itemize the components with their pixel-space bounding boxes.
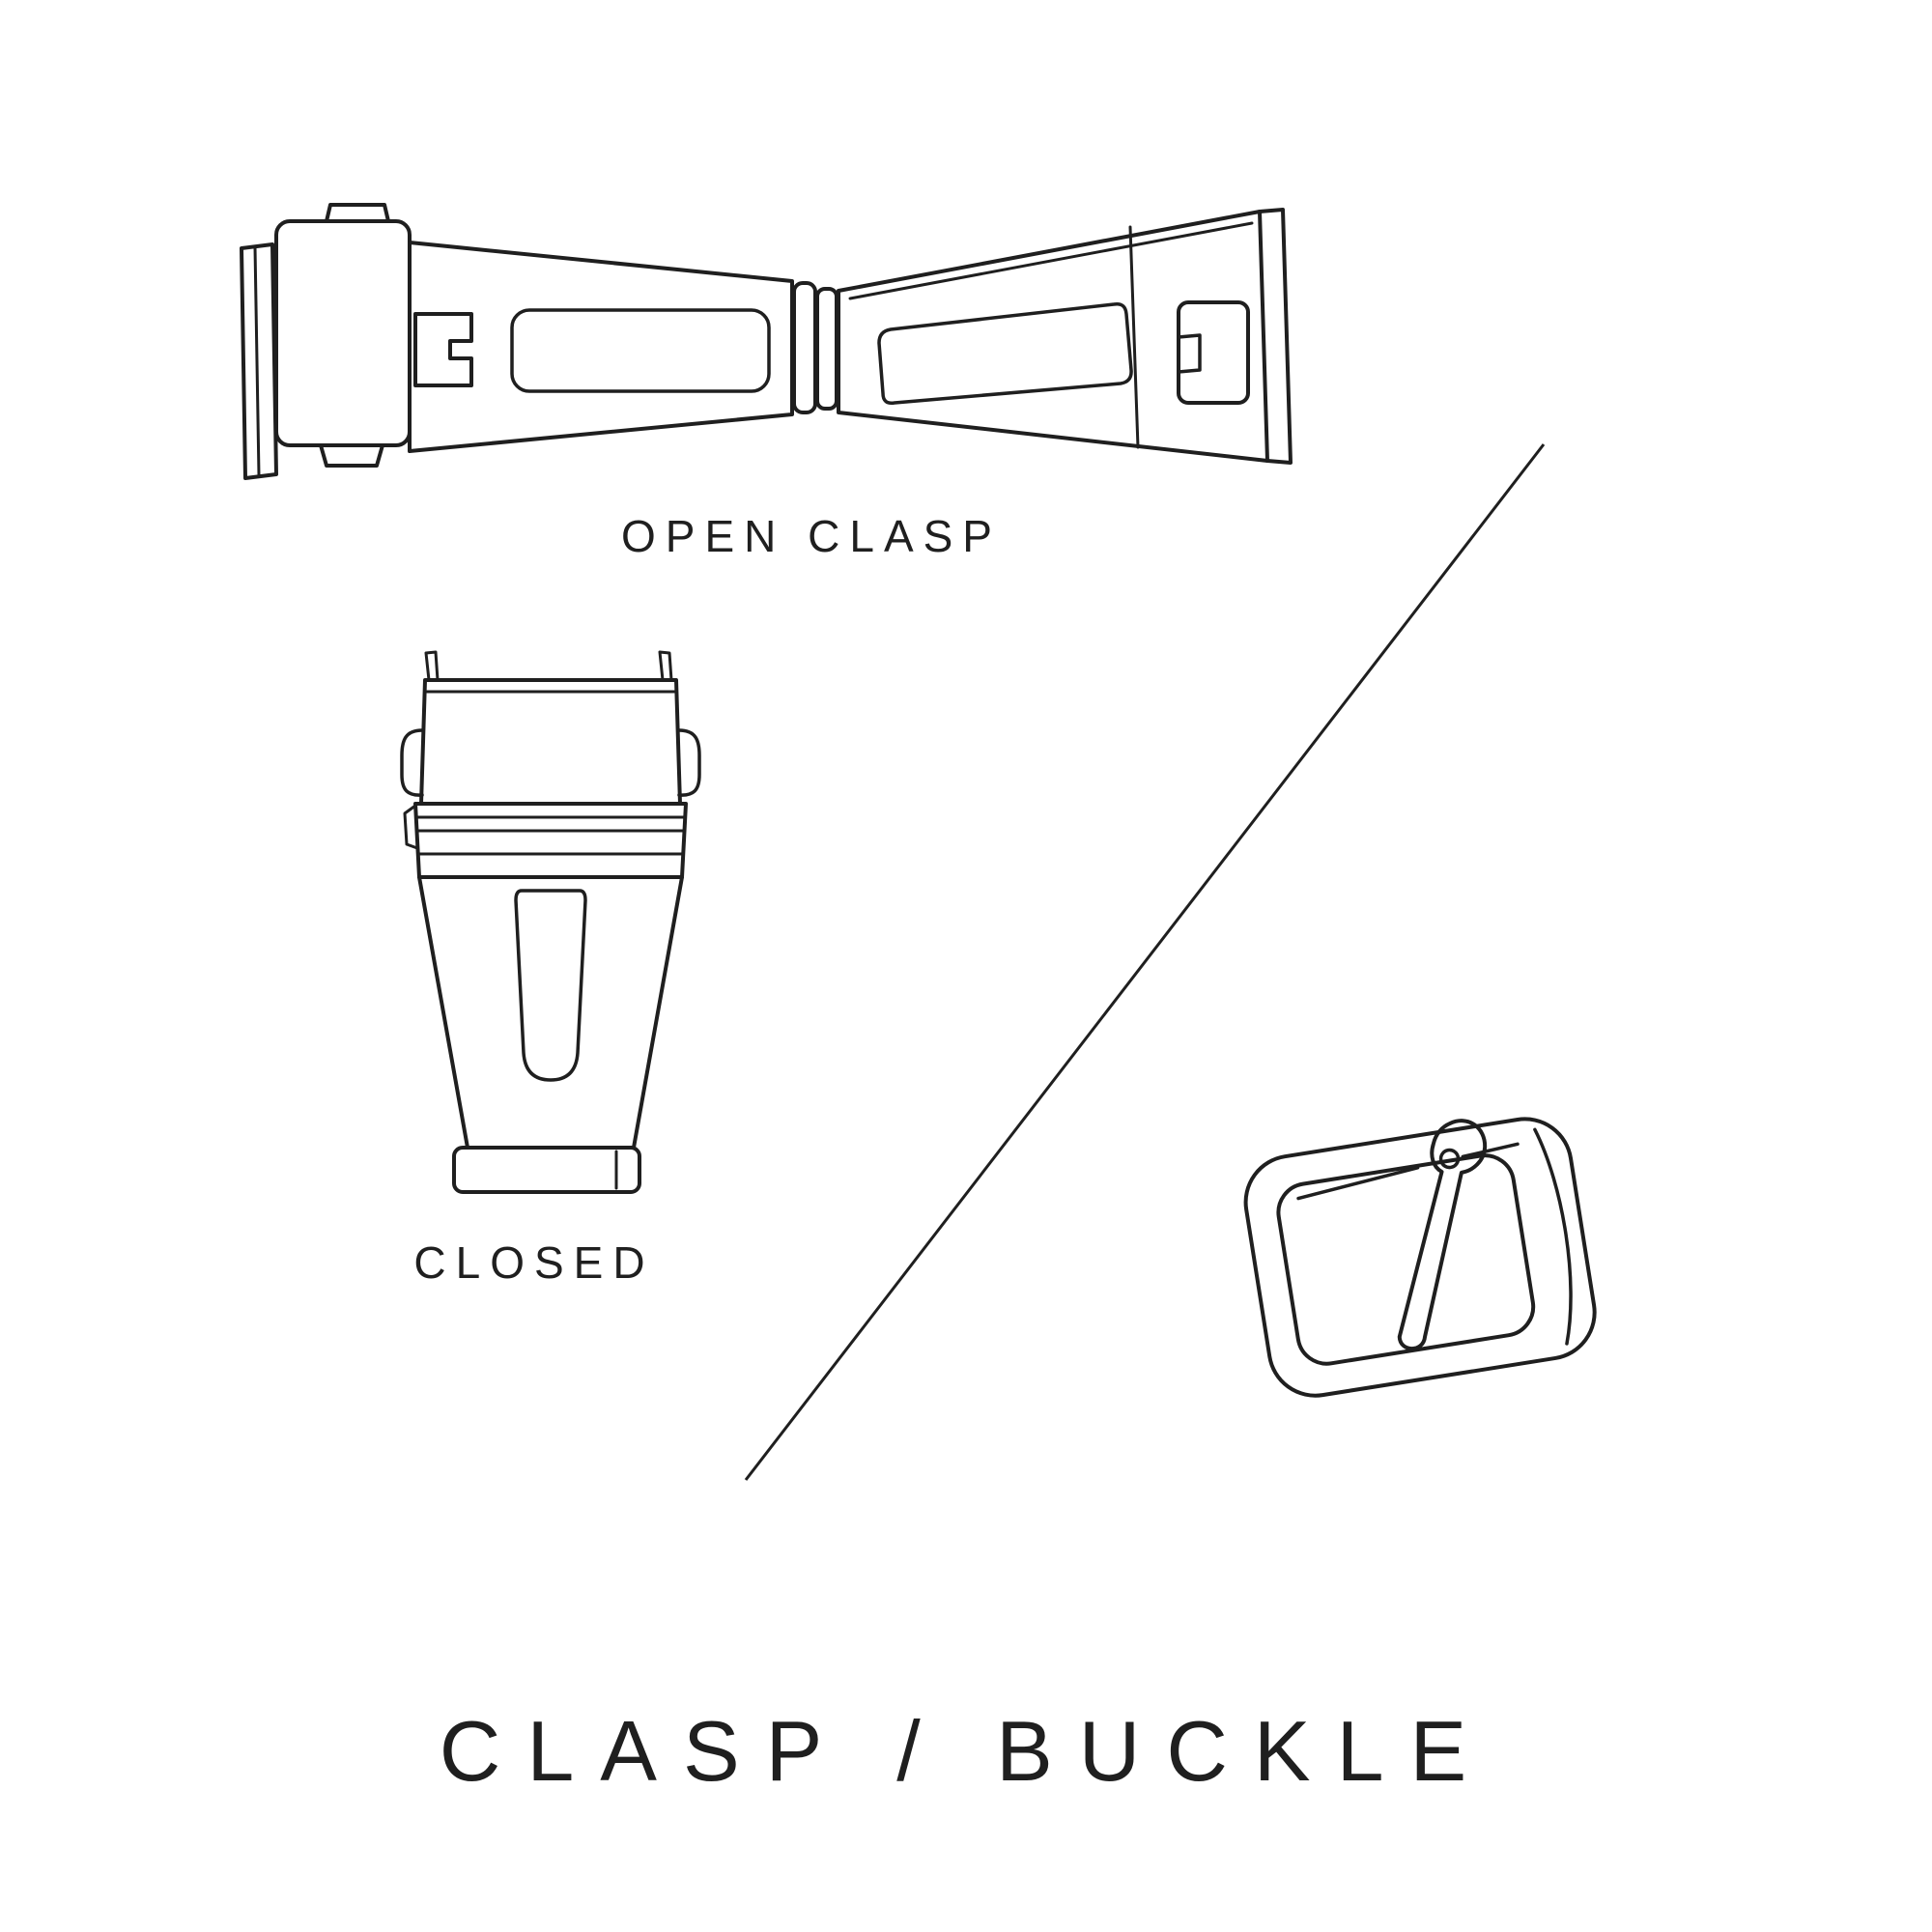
closed-clasp-illustration [400,650,701,1194]
open-clasp-label: OPEN CLASP [621,511,1002,561]
open-clasp-illustration [240,203,1293,480]
page-title: CLASP / BUCKLE [439,1703,1493,1799]
buckle-illustration [1243,1117,1597,1398]
closed-clasp-label: CLOSED [413,1237,655,1288]
